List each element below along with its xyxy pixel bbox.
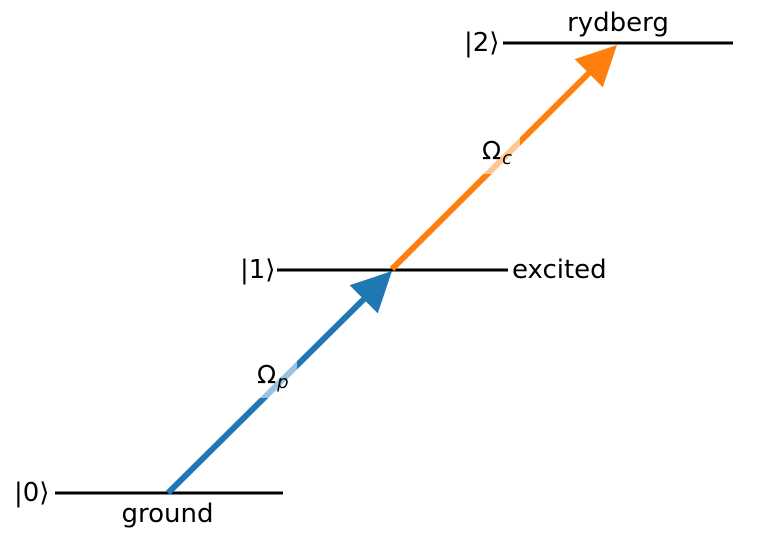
rydberg-level-label: rydberg	[567, 8, 669, 38]
probe-rabi-symbol: Ω	[257, 360, 277, 389]
coupling-arrow-head	[574, 45, 617, 88]
ket-label-excited: |1⟩	[240, 255, 276, 285]
probe-rabi-subscript: p	[277, 372, 289, 393]
coupling-rabi-label: Ωc	[474, 134, 521, 174]
probe-rabi-label: Ωp	[249, 358, 297, 398]
ket-label-ground: |0⟩	[14, 478, 50, 508]
ground-level-label: ground	[121, 499, 214, 529]
excited-level-label: excited	[512, 255, 607, 285]
coupling-rabi-subscript: c	[502, 148, 513, 169]
coupling-rabi-symbol: Ω	[482, 136, 502, 165]
probe-arrow-head	[349, 271, 392, 314]
ket-label-rydberg: |2⟩	[464, 28, 500, 58]
